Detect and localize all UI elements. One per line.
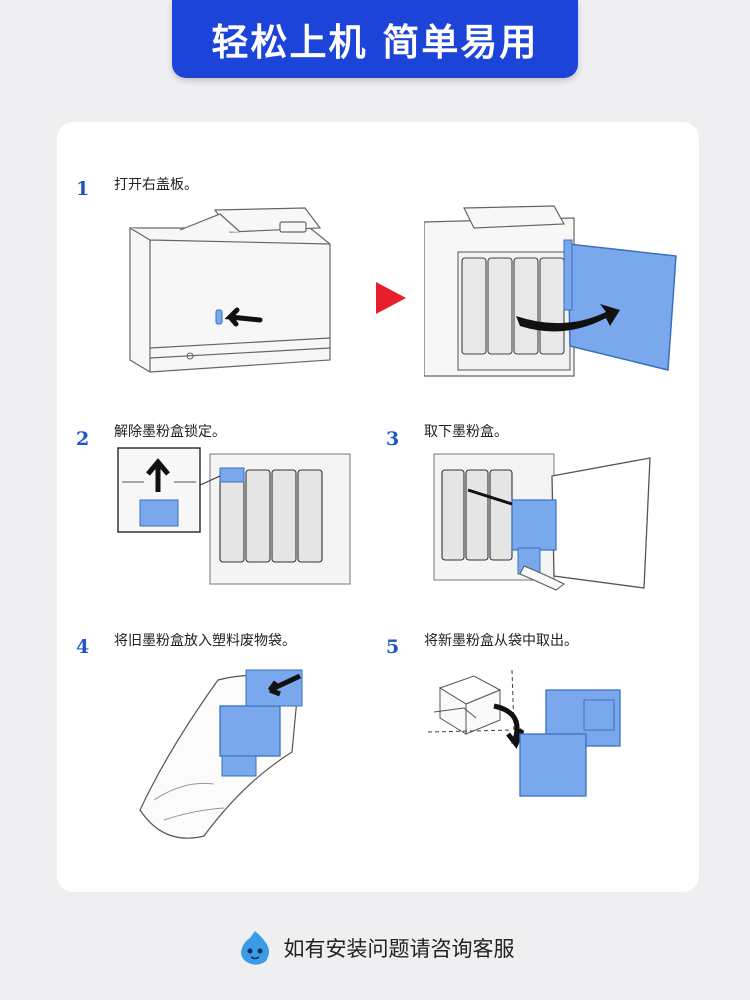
step-1-text: 打开右盖板。 [114, 177, 198, 193]
step-5-number: 5 [386, 636, 400, 658]
next-arrow-icon [376, 282, 406, 314]
bag-old-toner-illustration [139, 669, 303, 839]
step-3-number: 3 [386, 428, 400, 450]
printer-open-illustration [424, 205, 677, 377]
page-title: 轻松上机 简单易用 [211, 21, 539, 64]
support-text: 如有安装问题请咨询客服 [283, 937, 515, 961]
unlock-toner-illustration [117, 447, 351, 585]
footer-support-bar: 如有安装问题请咨询客服 [0, 920, 750, 976]
step-2-number: 2 [76, 428, 90, 450]
remove-toner-illustration [433, 453, 651, 591]
step-4-number: 4 [76, 636, 90, 658]
step-1-number: 1 [76, 178, 90, 200]
step-3-text: 取下墨粉盒。 [424, 424, 508, 440]
step-2-text: 解除墨粉盒锁定。 [114, 424, 226, 440]
header-banner: 轻松上机 简单易用 [172, 0, 578, 78]
step-5-text: 将新墨粉盒从袋中取出。 [424, 633, 578, 649]
printer-closed-illustration [129, 207, 331, 373]
unpack-new-toner-illustration [427, 669, 621, 797]
step-4-text: 将旧墨粉盒放入塑料废物袋。 [114, 633, 296, 649]
customer-service-mascot-icon [240, 931, 269, 965]
